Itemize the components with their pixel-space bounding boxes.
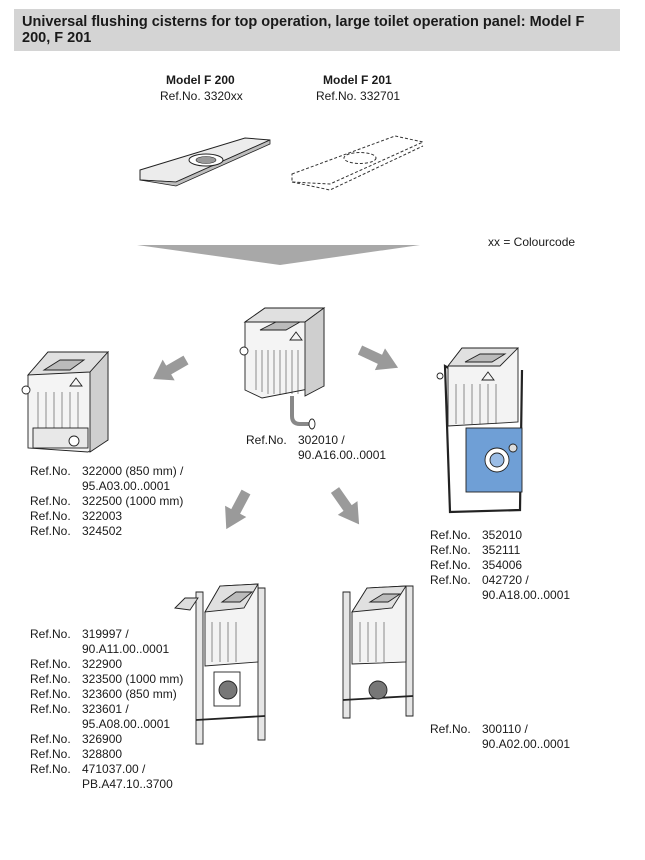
cistern-center-illustration	[239, 307, 326, 430]
ref-row: Ref.No. 319997 /	[30, 627, 183, 642]
ref-row: Ref.No. 300110 /	[430, 722, 570, 737]
ref-value: 326900	[82, 732, 123, 746]
ref-row: Ref.No. 324502	[30, 524, 183, 539]
ref-label: Ref.No.	[430, 558, 471, 572]
bottom-right-ref-list: Ref.No. 300110 /90.A02.00..0001	[430, 722, 570, 752]
center-ref-line: 302010 /	[298, 433, 345, 447]
ref-label	[30, 642, 82, 657]
ref-value: 352111	[482, 543, 521, 557]
ref-value: 95.A03.00..0001	[82, 479, 171, 493]
ref-label: Ref.No.	[30, 732, 71, 746]
model-f201-label: Model F 201	[323, 73, 392, 87]
ref-label	[30, 777, 82, 792]
model-f200-ref: Ref.No. 3320xx	[160, 89, 243, 103]
ref-value: 90.A02.00..0001	[482, 737, 571, 751]
ref-label: Ref.No.	[430, 573, 471, 587]
ref-row: Ref.No. 323500 (1000 mm)	[30, 672, 183, 687]
ref-value: 322500 (1000 mm)	[82, 494, 184, 508]
ref-value: 323600 (850 mm)	[82, 687, 177, 701]
ref-row: Ref.No. 354006	[430, 558, 570, 573]
arrow-to-bottom-right	[330, 487, 360, 525]
ref-value: 322003	[82, 509, 123, 523]
ref-value: 328800	[82, 747, 123, 761]
ref-value: 300110 /	[482, 722, 528, 736]
ref-value: 90.A11.00..0001	[82, 642, 170, 656]
ref-row: Ref.No. 322000 (850 mm) /	[30, 464, 183, 479]
ref-label: Ref.No.	[30, 657, 71, 671]
ref-value: 354006	[482, 558, 523, 572]
ref-label: Ref.No.	[30, 747, 71, 761]
ref-value: 90.A18.00..0001	[482, 588, 571, 602]
ref-label: Ref.No.	[30, 494, 71, 508]
page-title: Universal flushing cisterns for top oper…	[14, 9, 620, 51]
frame-tall-left-illustration	[174, 583, 266, 745]
ref-value: 322900	[82, 657, 123, 671]
ref-label: Ref.No.	[30, 627, 71, 641]
ref-label: Ref.No.	[30, 672, 71, 686]
down-chevron-arrow	[137, 245, 420, 265]
model-f201-ref: Ref.No. 332701	[316, 89, 401, 103]
ref-value: 319997 /	[82, 627, 129, 641]
ref-row: Ref.No. 322003	[30, 509, 183, 524]
ref-label: Ref.No.	[430, 722, 471, 736]
ref-value: PB.A47.10..3700	[82, 777, 173, 791]
ref-value: 322000 (850 mm) /	[82, 464, 184, 478]
ref-value: 471037.00 /	[82, 762, 146, 776]
ref-row: Ref.No. 471037.00 /	[30, 762, 183, 777]
colour-code-note: xx = Colourcode	[488, 235, 576, 249]
ref-row: Ref.No. 322900	[30, 657, 183, 672]
ref-row: Ref.No. 322500 (1000 mm)	[30, 494, 183, 509]
ref-label: Ref.No.	[30, 464, 71, 478]
ref-row: Ref.No. 352111	[430, 543, 570, 558]
ref-value: 352010	[482, 528, 523, 542]
ref-row: Ref.No. 326900	[30, 732, 183, 747]
ref-row: 90.A02.00..0001	[430, 737, 570, 752]
ref-row: Ref.No. 328800	[30, 747, 183, 762]
ref-label: Ref.No.	[30, 702, 71, 716]
arrow-to-bottom-left	[225, 489, 251, 530]
ref-label: Ref.No.	[430, 528, 471, 542]
ref-row: Ref.No. 042720 /	[430, 573, 570, 588]
ref-row: 90.A11.00..0001	[30, 642, 183, 657]
ref-label	[430, 588, 482, 603]
ref-label: Ref.No.	[30, 687, 71, 701]
ref-value: 042720 /	[482, 573, 529, 587]
ref-label: Ref.No.	[30, 509, 71, 523]
ref-row: PB.A47.10..3700	[30, 777, 183, 792]
ref-row: 95.A03.00..0001	[30, 479, 183, 494]
ref-value: 323500 (1000 mm)	[82, 672, 184, 686]
model-f200-label: Model F 200	[166, 73, 235, 87]
ref-label	[30, 717, 82, 732]
arrow-to-right	[357, 345, 399, 371]
ref-label	[30, 479, 82, 494]
frame-blue-illustration	[436, 347, 524, 514]
ref-label: Ref.No.	[430, 543, 471, 557]
ref-row: 95.A08.00..0001	[30, 717, 183, 732]
ref-row: Ref.No. 323601 /	[30, 702, 183, 717]
center-ref-label: Ref.No.	[246, 433, 287, 447]
panel-f201-illustration	[291, 135, 425, 191]
ref-label: Ref.No.	[30, 762, 71, 776]
ref-row: Ref.No. 352010	[430, 528, 570, 543]
ref-value: 323601 /	[82, 702, 129, 716]
frame-tall-right-illustration	[342, 585, 414, 719]
ref-row: Ref.No. 323600 (850 mm)	[30, 687, 183, 702]
ref-value: 95.A08.00..0001	[82, 717, 171, 731]
center-ref-line: 90.A16.00..0001	[298, 448, 387, 462]
ref-label: Ref.No.	[30, 524, 71, 538]
arrow-to-left	[153, 355, 189, 381]
ref-row: 90.A18.00..0001	[430, 588, 570, 603]
cistern-left-illustration	[21, 350, 110, 453]
panel-f200-illustration	[139, 137, 271, 187]
ref-value: 324502	[82, 524, 123, 538]
ref-label	[430, 737, 482, 752]
